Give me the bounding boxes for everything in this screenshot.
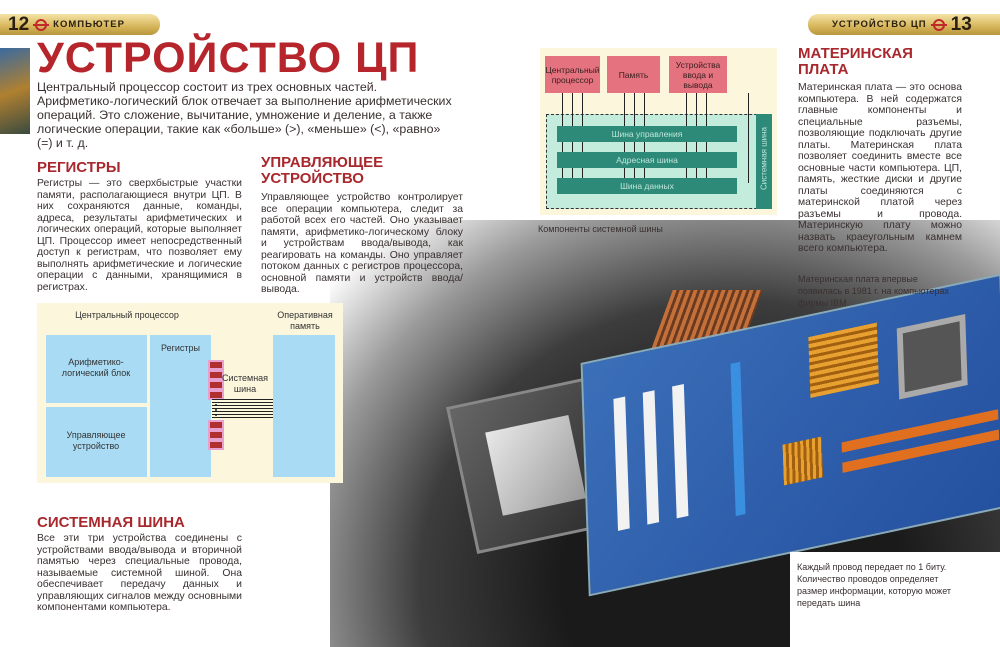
control-unit-heading: УПРАВЛЯЮЩЕЕ УСТРОЙСТВО — [261, 154, 384, 187]
corner-board-thumbnail — [0, 48, 30, 134]
register-cell — [208, 440, 224, 450]
bus-lines — [212, 399, 274, 419]
motherboard-heading: МАТЕРИНСКАЯ ПЛАТА — [798, 45, 913, 78]
system-bus-heading: СИСТЕМНАЯ ШИНА — [37, 514, 185, 531]
alu-label: Арифметико-логический блок — [61, 357, 131, 378]
section-title: КОМПЬЮТЕР — [53, 19, 125, 30]
system-bus-vertical-label: Системная шина — [759, 127, 769, 190]
registers-heading: РЕГИСТРЫ — [37, 159, 121, 176]
caption-box — [790, 552, 1000, 647]
register-cell — [208, 420, 224, 430]
register-cell — [208, 380, 224, 390]
left-page-header: 12 КОМПЬЮТЕР — [0, 14, 160, 35]
register-cell — [208, 430, 224, 440]
ram-block — [273, 335, 335, 477]
ibm-caption: Материнская плата впервые появилась в 19… — [798, 274, 949, 308]
system-bus-diagram: Центральный процессор Память Устройства … — [540, 48, 777, 215]
registers-block: Регистры — [150, 335, 211, 477]
page-number: 13 — [950, 13, 972, 35]
ram-label: Оперативная память — [277, 310, 333, 331]
cpu-box: Центральный процессор — [545, 56, 600, 93]
page-number: 12 — [8, 13, 30, 35]
io-box: Устройства ввода и вывода — [669, 56, 727, 93]
cu-block: Управляющее устройство — [46, 407, 147, 477]
control-bus: Шина управления — [557, 126, 737, 142]
motherboard — [580, 273, 1000, 597]
memory-box: Память — [607, 56, 660, 93]
diagram-caption: Компоненты системной шины — [538, 224, 663, 234]
system-bus-label: Системная шина — [221, 373, 269, 394]
control-unit-text: Управляющее устройство контролирует все … — [261, 192, 463, 295]
section-title: УСТРОЙСТВО ЦП — [832, 19, 927, 30]
page-title: УСТРОЙСТВО ЦП — [37, 34, 420, 82]
compass-icon — [33, 18, 50, 31]
right-page-header: УСТРОЙСТВО ЦП 13 — [808, 14, 1000, 35]
motherboard-text: Материнская плата — это основа компьютер… — [798, 82, 962, 254]
wire-caption: Каждый провод передает по 1 биту. Количе… — [797, 562, 952, 608]
system-bus-vertical: Системная шина — [756, 114, 772, 209]
cpu-diagram: Центральный процессор Оперативная память… — [37, 303, 343, 483]
data-bus: Шина данных — [557, 178, 737, 194]
system-bus-text: Все эти три устройства соединены с устро… — [37, 533, 242, 613]
cu-label: Управляющее устройство — [66, 430, 126, 451]
register-cell — [208, 370, 224, 380]
register-cell — [208, 360, 224, 370]
registers-label: Регистры — [160, 343, 201, 353]
compass-icon — [930, 18, 947, 31]
alu-block: Арифметико-логический блок — [46, 335, 147, 403]
address-bus: Адресная шина — [557, 152, 737, 168]
registers-text: Регистры — это сверхбыстрые участки памя… — [37, 178, 242, 293]
cpu-label: Центральный процессор — [75, 310, 179, 320]
intro-text: Центральный процессор состоит из трех ос… — [37, 80, 452, 150]
